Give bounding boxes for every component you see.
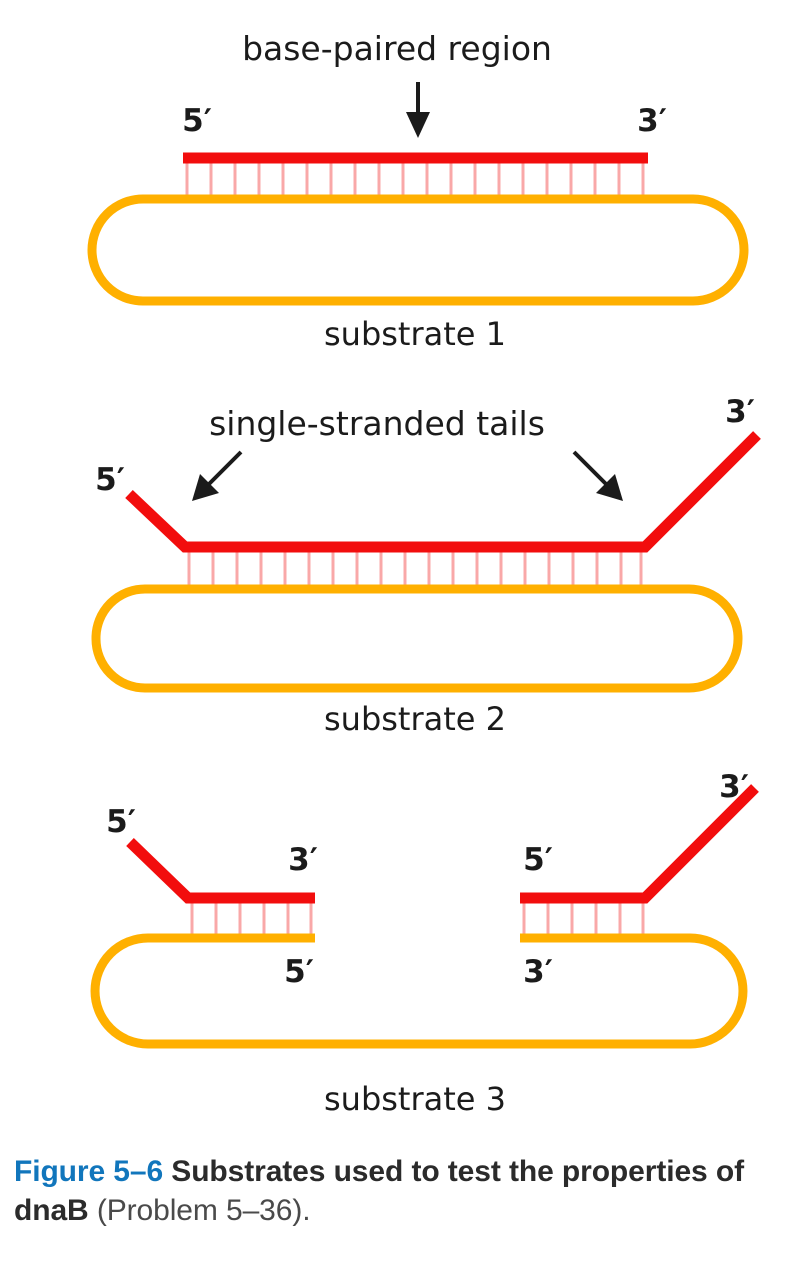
substrate-1-caption: substrate 1 <box>324 315 506 353</box>
caption-problem-reference: (Problem 5–36). <box>96 1194 311 1227</box>
substrate-2-panel: single-stranded tails 5′ 3′ <box>0 380 794 750</box>
diagonal-arrow-right-icon <box>572 450 623 501</box>
label-5prime-left: 5′ <box>95 462 125 498</box>
label-3prime-right: 3′ <box>725 394 755 430</box>
figure-caption: Figure 5–6 Substrates used to test the p… <box>14 1152 780 1230</box>
base-pair-rungs-right <box>522 902 645 938</box>
annotation-single-stranded-tails: single-stranded tails <box>209 404 545 443</box>
orange-template-strand-gapped <box>90 933 748 1049</box>
substrate-3-caption: substrate 3 <box>324 1080 506 1118</box>
red-strand-left <box>126 838 315 904</box>
label-right-red-5prime: 5′ <box>523 842 553 878</box>
figure-number: Figure 5–6 <box>14 1155 164 1188</box>
orange-template-strand <box>87 194 749 306</box>
caption-body-text: Substrates used to test the properties o… <box>14 1155 744 1227</box>
right-edge-margin <box>790 0 794 1270</box>
base-pair-rungs <box>187 552 643 589</box>
left-edge-margin <box>0 0 4 1270</box>
label-left-red-3prime: 3′ <box>288 842 318 878</box>
label-3prime-right: 3′ <box>637 103 667 139</box>
label-left-red-5prime: 5′ <box>106 804 136 840</box>
base-pair-rungs-left <box>190 902 313 938</box>
substrate-1-panel: base-paired region 5′ 3′ <box>0 0 794 380</box>
annotation-base-paired-region: base-paired region <box>242 29 552 68</box>
label-orange-3prime: 3′ <box>523 954 553 990</box>
down-arrow-icon <box>406 82 430 138</box>
label-orange-5prime: 5′ <box>284 954 314 990</box>
substrate-2-caption: substrate 2 <box>324 700 506 738</box>
orange-template-strand <box>91 584 743 693</box>
red-strand-right <box>520 784 759 904</box>
diagonal-arrow-left-icon <box>192 450 243 501</box>
red-strand-with-tails <box>125 431 761 553</box>
substrate-3-panel: 5′ 3′ 5′ 3′ 5′ 3′ <box>0 750 794 1130</box>
label-5prime-left: 5′ <box>182 103 212 139</box>
base-pair-rungs <box>185 162 645 199</box>
